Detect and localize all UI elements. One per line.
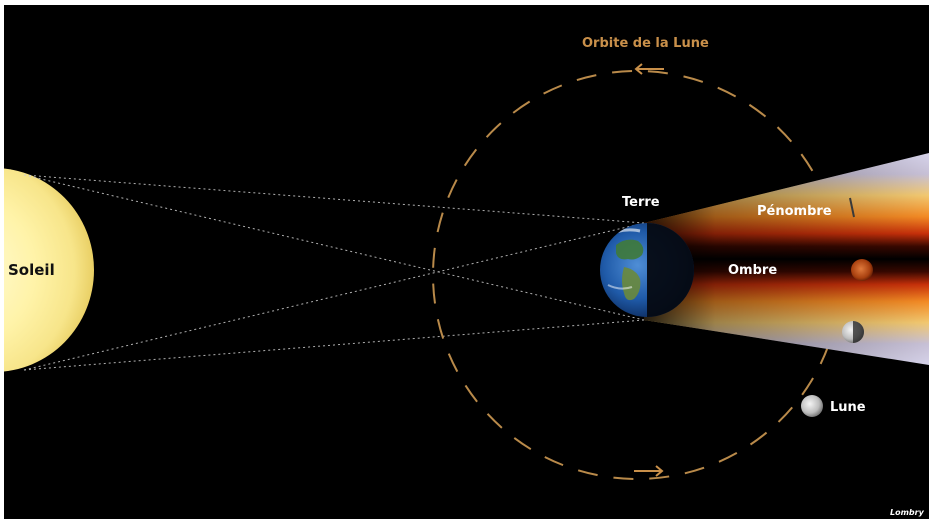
moon-penumbral	[842, 321, 864, 343]
eclipse-scene: Soleil Terre Pénombre Ombre Lune Orbite …	[4, 5, 929, 519]
orbit-arrow-right	[634, 465, 664, 477]
orbit-arrow-left	[634, 63, 664, 75]
credit-label: Lombry	[890, 508, 925, 517]
earth-label: Terre	[622, 195, 660, 210]
ray-top-direct	[23, 174, 645, 224]
light-rays	[23, 174, 645, 371]
sun-label: Soleil	[8, 261, 55, 279]
moon-eclipsed	[851, 259, 873, 281]
ray-top-cross	[23, 174, 645, 321]
eclipse-diagram: Soleil Terre Pénombre Ombre Lune Orbite …	[4, 36, 929, 517]
moon-label: Lune	[830, 400, 866, 415]
shadow-cone-fade	[644, 153, 929, 365]
orbit-segment-in-shadow	[849, 197, 855, 218]
earth	[600, 223, 694, 317]
orbit-label: Orbite de la Lune	[582, 36, 709, 51]
penumbra-label: Pénombre	[757, 204, 832, 219]
umbra-label: Ombre	[728, 263, 777, 278]
ray-bottom-direct	[23, 319, 645, 371]
sun-disc	[4, 168, 94, 372]
moon-full	[801, 395, 823, 417]
ray-bottom-cross	[23, 222, 645, 371]
